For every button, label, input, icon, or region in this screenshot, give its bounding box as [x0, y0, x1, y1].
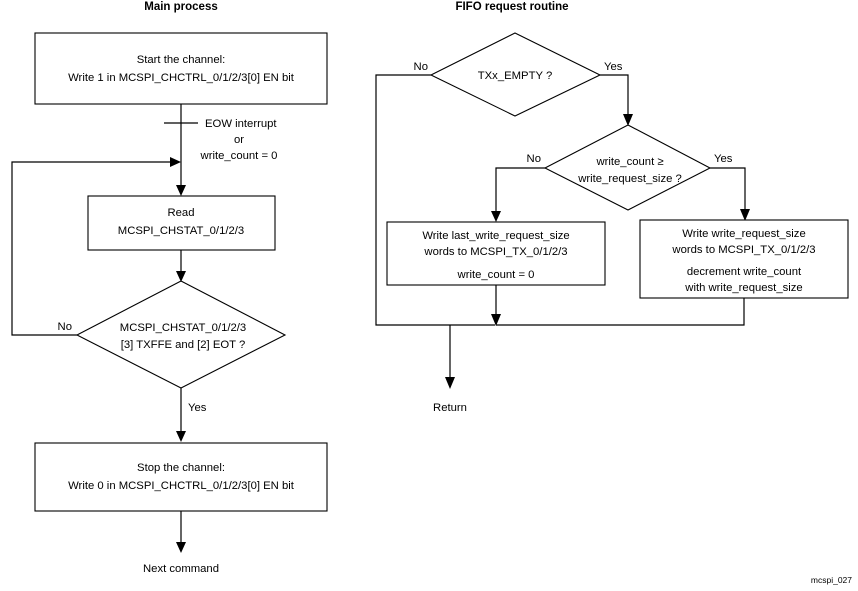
- write-request-line2: words to MCSPI_TX_0/1/2/3: [671, 244, 815, 256]
- write-request-line3: decrement write_count: [687, 266, 802, 278]
- write-request-line1: Write write_request_size: [682, 228, 805, 240]
- arrow-start-to-read: [176, 185, 186, 196]
- connector-write-request-to-join: [496, 298, 745, 326]
- write-last-request-line1: Write last_write_request_size: [422, 230, 569, 242]
- write-request-line4: with write_request_size: [684, 282, 802, 294]
- connector-txx-empty-no: [375, 74, 495, 326]
- interrupt-note-line1: EOW interrupt: [205, 118, 277, 130]
- read-chstat-line1: Read: [167, 207, 194, 219]
- txx-empty-no-label: No: [414, 61, 428, 73]
- start-channel-box[interactable]: [34, 32, 328, 105]
- write-last-request-line3: write_count = 0: [457, 269, 535, 281]
- read-chstat-line2: MCSPI_CHSTAT_0/1/2/3: [118, 225, 244, 237]
- arrow-read-to-decision: [176, 271, 186, 282]
- txx-empty-decision-diamond[interactable]: [429, 32, 602, 117]
- arrow-join-to-return: [445, 377, 455, 389]
- start-channel-line2: Write 1 in MCSPI_CHCTRL_0/1/2/3[0] EN bi…: [68, 72, 295, 84]
- write-count-decision-diamond[interactable]: [543, 124, 712, 211]
- main-process-title: Main process: [144, 1, 218, 13]
- connector-loopback-no: [11, 161, 173, 336]
- write-request-box[interactable]: [639, 219, 849, 299]
- arrow-count-yes: [740, 209, 750, 221]
- fifo-routine-title: FIFO request routine: [455, 1, 568, 13]
- next-command-terminator: Next command: [143, 563, 219, 575]
- write-last-request-box[interactable]: [386, 221, 606, 286]
- arrow-txx-empty-yes: [623, 114, 633, 126]
- txx-empty-text: TXx_EMPTY ?: [478, 70, 553, 82]
- connector-count-yes: [710, 167, 746, 213]
- chstat-decision-no-label: No: [58, 321, 72, 333]
- arrow-loopback-no: [170, 157, 181, 167]
- chstat-decision-diamond[interactable]: [75, 280, 287, 389]
- stop-channel-line2: Write 0 in MCSPI_CHCTRL_0/1/2/3[0] EN bi…: [68, 480, 295, 492]
- write-count-decision-line1: write_count ≥: [595, 156, 663, 168]
- write-count-decision-line2: write_request_size ?: [577, 173, 682, 185]
- stop-channel-box[interactable]: [34, 442, 328, 512]
- write-count-decision-no-label: No: [527, 153, 541, 165]
- connector-count-no: [495, 167, 545, 215]
- arrow-decision-to-stop: [176, 431, 186, 442]
- write-count-decision-yes-label: Yes: [714, 153, 733, 165]
- arrow-count-no: [491, 211, 501, 222]
- txx-empty-yes-label: Yes: [604, 61, 623, 73]
- chstat-decision-line2: [3] TXFFE and [2] EOT ?: [121, 339, 246, 351]
- return-terminator: Return: [433, 402, 467, 414]
- read-chstat-box[interactable]: [87, 195, 276, 251]
- interrupt-note-line2: or: [234, 134, 244, 146]
- write-last-request-line2: words to MCSPI_TX_0/1/2/3: [423, 246, 567, 258]
- stop-channel-line1: Stop the channel:: [137, 462, 225, 474]
- figure-watermark: mcspi_027: [811, 575, 852, 585]
- arrow-stop-to-next: [176, 542, 186, 553]
- chstat-decision-yes-label: Yes: [188, 402, 207, 414]
- connector-txx-empty-yes: [600, 74, 629, 118]
- interrupt-note-line3: write_count = 0: [200, 150, 278, 162]
- arrow-last-write-to-join: [491, 314, 501, 326]
- start-channel-line1: Start the channel:: [137, 54, 226, 66]
- chstat-decision-line1: MCSPI_CHSTAT_0/1/2/3: [120, 322, 246, 334]
